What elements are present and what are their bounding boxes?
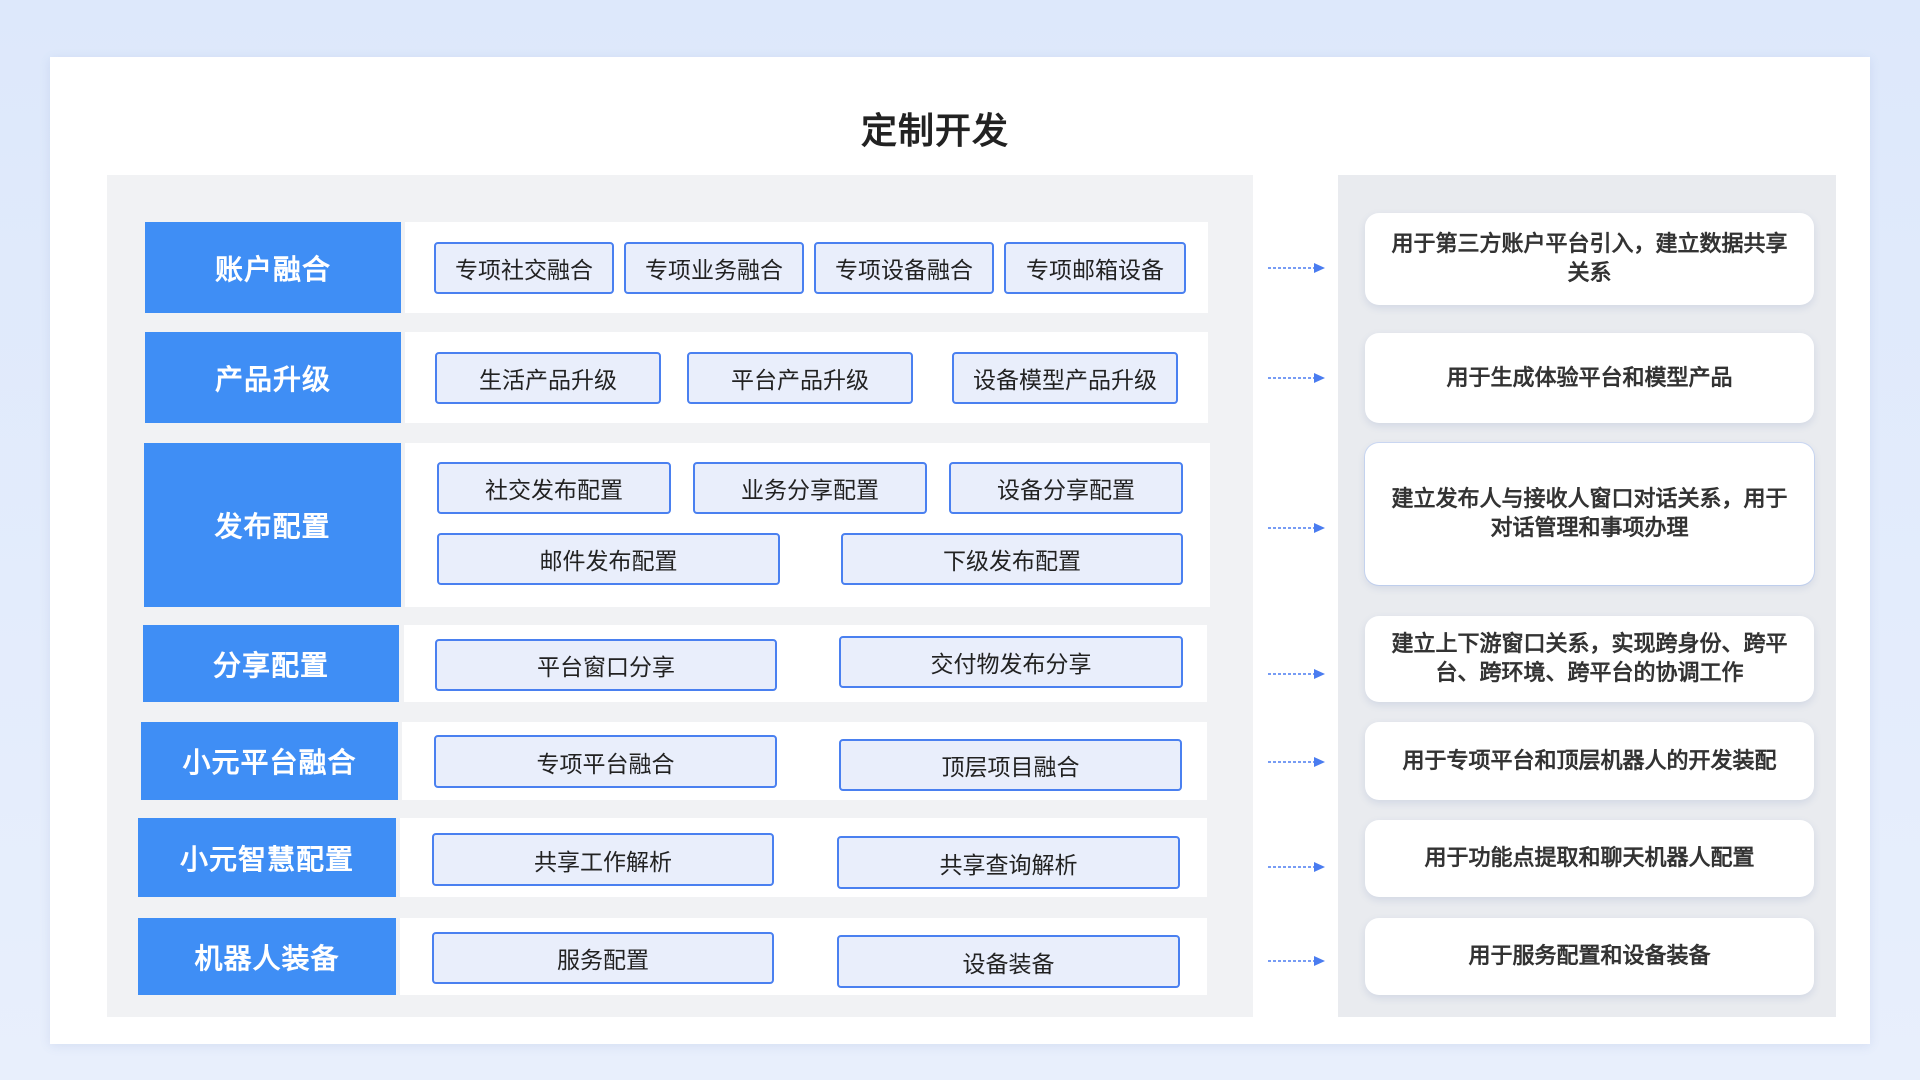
item-device-share-config: 设备分享配置 (949, 462, 1183, 514)
item-device-equipment: 设备装备 (837, 935, 1180, 988)
item-mail-publish-config: 邮件发布配置 (437, 533, 780, 585)
item-device-model-upgrade: 设备模型产品升级 (952, 352, 1178, 404)
arrow-right-icon (1268, 956, 1325, 966)
item-special-platform-fusion: 专项平台融合 (434, 735, 777, 788)
item-shared-query-parsing: 共享查询解析 (837, 836, 1180, 889)
arrow-right-icon (1268, 523, 1325, 533)
item-deliverable-publish-share: 交付物发布分享 (839, 636, 1183, 688)
item-special-social-fusion: 专项社交融合 (434, 242, 614, 294)
item-sub-publish-config: 下级发布配置 (841, 533, 1183, 585)
category-share-config: 分享配置 (143, 625, 399, 702)
category-account-fusion: 账户融合 (145, 222, 401, 313)
category-xiaoyuan-platform-fusion: 小元平台融合 (141, 722, 398, 800)
arrow-right-icon (1268, 862, 1325, 872)
description-robot-equipment: 用于服务配置和设备装备 (1365, 918, 1814, 995)
item-special-business-fusion: 专项业务融合 (624, 242, 804, 294)
description-account-fusion: 用于第三方账户平台引入，建立数据共享关系 (1365, 213, 1814, 305)
item-social-publish-config: 社交发布配置 (437, 462, 671, 514)
description-xiaoyuan-platform-fusion: 用于专项平台和顶层机器人的开发装配 (1365, 722, 1814, 800)
description-share-config: 建立上下游窗口关系，实现跨身份、跨平台、跨环境、跨平台的协调工作 (1365, 616, 1814, 702)
arrow-right-icon (1268, 373, 1325, 383)
category-publish-config: 发布配置 (144, 443, 401, 607)
arrow-right-icon (1268, 757, 1325, 767)
category-xiaoyuan-smart-config: 小元智慧配置 (138, 818, 396, 897)
category-robot-equipment: 机器人装备 (138, 918, 396, 995)
arrow-right-icon (1268, 669, 1325, 679)
item-top-project-fusion: 顶层项目融合 (839, 739, 1182, 791)
arrow-right-icon (1268, 263, 1325, 273)
diagram-title: 定制开发 (860, 111, 1009, 152)
item-platform-window-share: 平台窗口分享 (435, 639, 777, 691)
category-product-upgrade: 产品升级 (145, 332, 401, 423)
description-xiaoyuan-smart-config: 用于功能点提取和聊天机器人配置 (1365, 820, 1814, 897)
description-publish-config: 建立发布人与接收人窗口对话关系，用于对话管理和事项办理 (1365, 443, 1814, 585)
item-special-device-fusion: 专项设备融合 (814, 242, 994, 294)
item-special-mail-device: 专项邮箱设备 (1004, 242, 1186, 294)
item-service-config: 服务配置 (432, 932, 774, 984)
item-life-product-upgrade: 生活产品升级 (435, 352, 661, 404)
item-business-share-config: 业务分享配置 (693, 462, 927, 514)
item-platform-product-upgrade: 平台产品升级 (687, 352, 913, 404)
item-shared-work-parsing: 共享工作解析 (432, 833, 774, 886)
description-product-upgrade: 用于生成体验平台和模型产品 (1365, 333, 1814, 423)
